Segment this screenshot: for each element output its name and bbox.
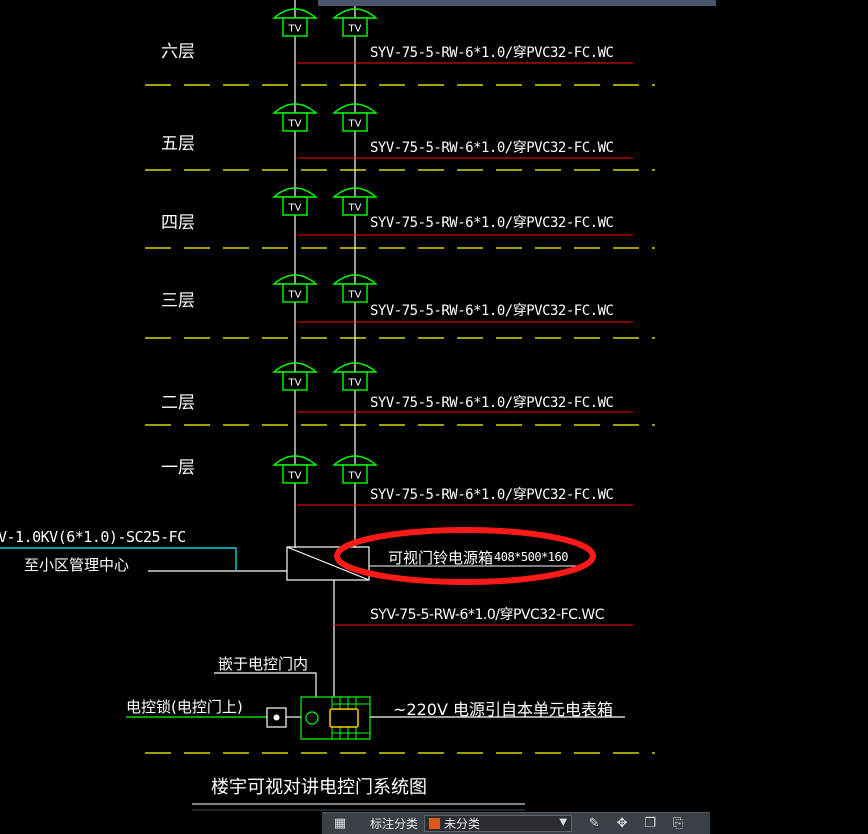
tv-label: TV <box>288 119 302 130</box>
tv-label: TV <box>288 378 302 389</box>
door-controller <box>300 696 371 740</box>
move-icon[interactable]: ✥ <box>616 816 628 831</box>
tv-outlet-icon: TV <box>272 103 318 132</box>
to-center-label: 至小区管理中心 <box>24 556 130 574</box>
lower-cable-label: SYV-75-5-RW-6*1.0/穿PVC32-FC.WC <box>370 607 605 623</box>
embedded-label: 嵌于电控门内 <box>218 655 309 673</box>
floor-label: 五层 <box>161 134 195 154</box>
tv-outlet-icon: TV <box>332 187 378 216</box>
highlight-ellipse <box>334 527 596 585</box>
door-button-icon <box>305 711 319 725</box>
window-top-bar <box>318 0 716 6</box>
cable-label: SYV-75-5-RW-6*1.0/穿PVC32-FC.WC <box>370 215 614 231</box>
chevron-down-icon: ▼ <box>559 817 568 828</box>
tv-outlet-icon: TV <box>332 362 378 391</box>
cable-label: SYV-75-5-RW-6*1.0/穿PVC32-FC.WC <box>370 140 614 156</box>
tv-outlet-icon: TV <box>272 362 318 391</box>
tv-outlet-icon: TV <box>272 8 318 37</box>
grid-icon[interactable]: ▦ <box>333 816 347 831</box>
power-box-size: 408*500*160 <box>494 550 568 564</box>
lock-label: 电控锁(电控门上) <box>126 698 243 716</box>
tv-label: TV <box>348 203 362 214</box>
tv-label: TV <box>348 471 362 482</box>
tv-outlet-icon: TV <box>272 274 318 303</box>
tv-outlet-icon: TV <box>332 8 378 37</box>
annotation-category-label: 标注分类 <box>370 817 419 831</box>
category-color-swatch <box>429 818 441 829</box>
power-box-diagonal <box>286 546 370 581</box>
cable-label: SYV-75-5-RW-6*1.0/穿PVC32-FC.WC <box>370 303 614 319</box>
floor-label: 六层 <box>161 42 195 62</box>
power-source-label: ~220V 电源引自本单元电表箱 <box>393 700 613 719</box>
lock-box <box>266 707 287 728</box>
tv-outlet-icon: TV <box>332 455 378 484</box>
tv-label: TV <box>288 290 302 301</box>
edit-icon[interactable]: ✎ <box>588 816 600 831</box>
tv-label: TV <box>288 24 302 35</box>
embedded-leader <box>214 672 317 697</box>
lock-icon <box>273 714 280 721</box>
category-select[interactable]: 未分类 ▼ <box>424 815 573 832</box>
tv-label: TV <box>288 471 302 482</box>
tv-label: TV <box>348 24 362 35</box>
tv-label: TV <box>348 290 362 301</box>
diagram-title: 楼宇可视对讲电控门系统图 <box>211 777 427 798</box>
cable-label: SYV-75-5-RW-6*1.0/穿PVC32-FC.WC <box>370 45 614 61</box>
incoming-cable-line <box>0 547 237 571</box>
tv-label: TV <box>288 203 302 214</box>
tv-label: TV <box>348 378 362 389</box>
floor-label: 三层 <box>161 291 195 311</box>
floor-label: 二层 <box>161 393 195 413</box>
annotation-toolbar: ▦ 标注分类 未分类 ▼ ✎ ✥ ❐ ⎘ <box>322 812 710 834</box>
floor-label: 一层 <box>161 458 195 478</box>
incoming-cable-label: V-1.0KV(6*1.0)-SC25-FC <box>0 528 186 546</box>
tv-outlet-icon: TV <box>272 187 318 216</box>
paste-icon[interactable]: ⎘ <box>672 816 684 831</box>
cable-label: SYV-75-5-RW-6*1.0/穿PVC32-FC.WC <box>370 487 614 503</box>
tv-outlet-icon: TV <box>272 455 318 484</box>
cable-label: SYV-75-5-RW-6*1.0/穿PVC32-FC.WC <box>370 395 614 411</box>
floor-label: 四层 <box>161 213 195 233</box>
tv-label: TV <box>348 119 362 130</box>
copy-icon[interactable]: ❐ <box>644 816 656 831</box>
power-box-label: 可视门铃电源箱 <box>388 549 494 567</box>
tv-outlet-icon: TV <box>332 103 378 132</box>
tv-outlet-icon: TV <box>332 274 378 303</box>
category-selected-value: 未分类 <box>444 817 481 831</box>
power-box <box>286 546 370 581</box>
door-display <box>329 708 359 728</box>
